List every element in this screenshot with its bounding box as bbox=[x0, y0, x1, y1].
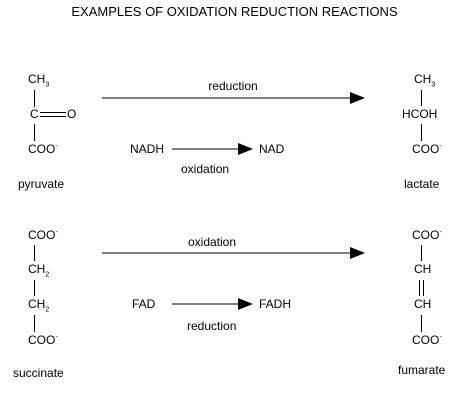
bond-line bbox=[34, 245, 35, 261]
succinate-label: succinate bbox=[13, 366, 64, 380]
succinate-ch2-2: CH2 bbox=[28, 297, 50, 314]
lactate-hcoh: HCOH bbox=[402, 107, 438, 121]
fumarate-ch-1: CH bbox=[414, 262, 432, 276]
pyruvate-coo: COO- bbox=[28, 142, 58, 156]
nad-label: NAD bbox=[259, 142, 285, 156]
cofactor-arrow-2 bbox=[172, 298, 253, 310]
fumarate-coo-top: COO- bbox=[412, 228, 442, 242]
bond-line bbox=[421, 124, 422, 141]
oxidation-label: oxidation bbox=[187, 235, 237, 249]
nadh-label: NADH bbox=[130, 142, 165, 156]
lactate-ch3: CH3 bbox=[414, 72, 436, 89]
bond-line bbox=[34, 315, 35, 332]
double-bond-line bbox=[423, 280, 424, 296]
fumarate-label: fumarate bbox=[398, 363, 446, 377]
fumarate-ch-2: CH bbox=[414, 297, 432, 311]
bond-line bbox=[421, 315, 422, 332]
reduction-label: reduction bbox=[208, 79, 258, 93]
main-arrow-1 bbox=[102, 92, 365, 104]
cofactor-arrow-1 bbox=[172, 143, 253, 155]
bond-line bbox=[34, 124, 35, 141]
lactate-label: lactate bbox=[404, 177, 440, 191]
oxidation-label: oxidation bbox=[181, 162, 230, 176]
pyruvate-carbon: C bbox=[30, 107, 39, 121]
double-bond-line bbox=[40, 112, 66, 113]
succinate-coo-top: COO- bbox=[28, 228, 58, 242]
bond-line bbox=[34, 280, 35, 296]
fadh-label: FADH bbox=[259, 297, 292, 311]
main-arrow-2 bbox=[102, 247, 365, 259]
succinate-coo-bottom: COO- bbox=[28, 333, 58, 347]
pyruvate-oxygen: O bbox=[67, 107, 77, 121]
fad-label: FAD bbox=[132, 297, 156, 311]
bond-line bbox=[421, 90, 422, 106]
bond-line bbox=[34, 90, 35, 107]
bond-line bbox=[421, 245, 422, 261]
succinate-ch2-1: CH2 bbox=[28, 262, 50, 279]
pyruvate-label: pyruvate bbox=[18, 177, 65, 191]
lactate-coo: COO- bbox=[412, 142, 442, 156]
diagram-title: EXAMPLES OF OXIDATION REDUCTION REACTION… bbox=[71, 4, 398, 19]
pyruvate-ch3: CH3 bbox=[28, 72, 50, 89]
reduction-label: reduction bbox=[187, 319, 237, 333]
fumarate-coo-bottom: COO- bbox=[412, 333, 442, 347]
double-bond-line bbox=[419, 280, 420, 296]
double-bond-line bbox=[40, 116, 66, 117]
